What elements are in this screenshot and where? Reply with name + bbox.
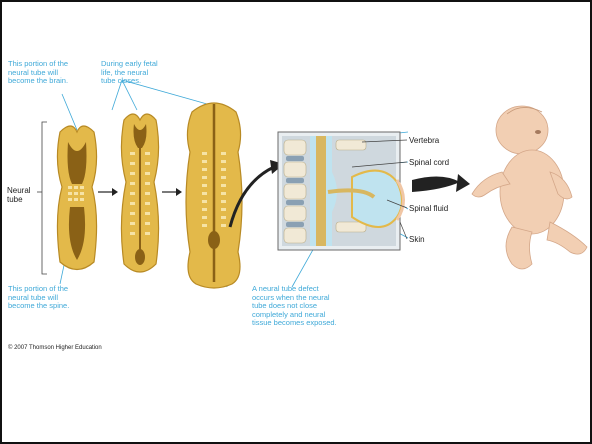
progression-arrow-1 <box>98 188 118 196</box>
vertebra-label: Vertebra <box>409 136 439 145</box>
brain-portion-label: This portion of the neural tube will bec… <box>8 60 88 86</box>
baby-illustration <box>472 106 587 269</box>
neural-tube-label: Neural tube <box>7 186 37 204</box>
skin-label: Skin <box>409 235 425 244</box>
neural-tube-defect-label: A neural tube defect occurs when the neu… <box>252 285 372 328</box>
fetal-closure-label: During early fetal life, the neural tube… <box>101 60 181 86</box>
neural-tube-bracket <box>42 122 47 274</box>
spinal-cord-label: Spinal cord <box>409 158 449 167</box>
embryo-stage-2 <box>121 114 158 272</box>
spine-cross-section <box>278 132 404 250</box>
copyright-notice: © 2007 Thomson Higher Education <box>8 345 102 351</box>
swoosh-arrow <box>412 174 470 192</box>
embryo-stage-3 <box>186 103 242 288</box>
spinal-fluid-label: Spinal fluid <box>409 204 448 213</box>
embryo-stage-1 <box>57 126 96 270</box>
progression-arrow-2 <box>162 188 182 196</box>
spine-portion-label: This portion of the neural tube will bec… <box>8 285 88 311</box>
